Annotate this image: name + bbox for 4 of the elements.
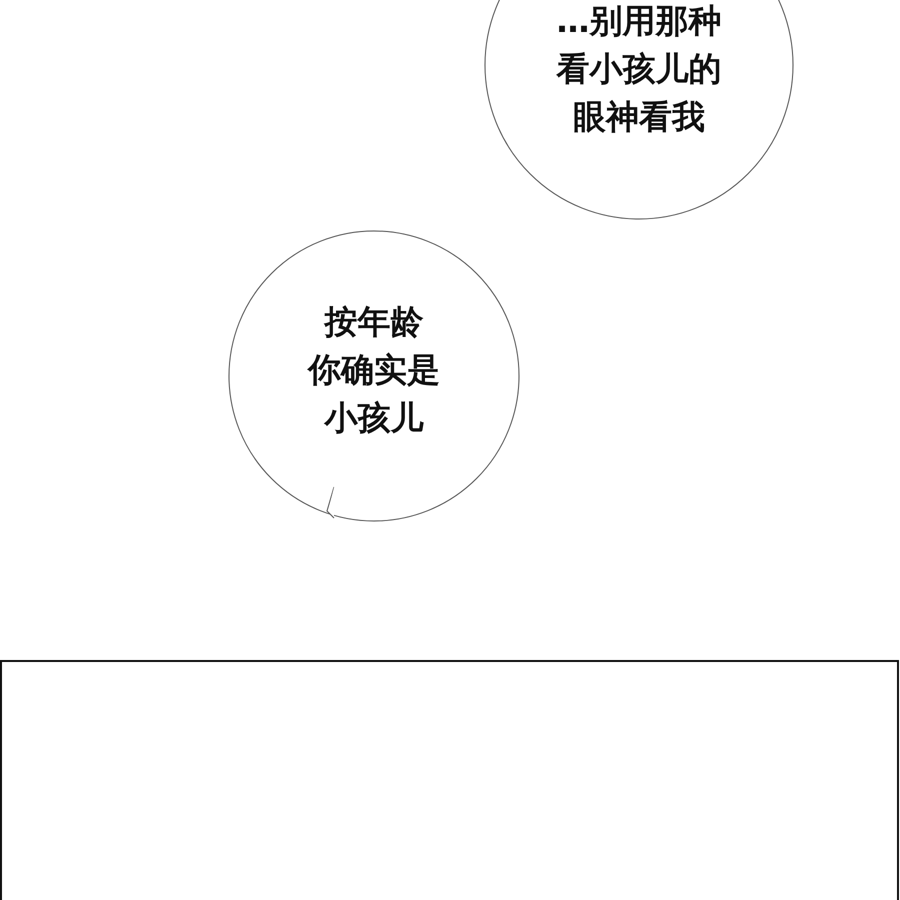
speech-bubble xyxy=(482,0,796,222)
speech-text: 按年龄你确实是小孩儿 xyxy=(306,301,441,439)
speech-text: …别用那种看小孩儿的眼神看我 xyxy=(555,0,722,138)
speech-bubble xyxy=(226,229,522,524)
